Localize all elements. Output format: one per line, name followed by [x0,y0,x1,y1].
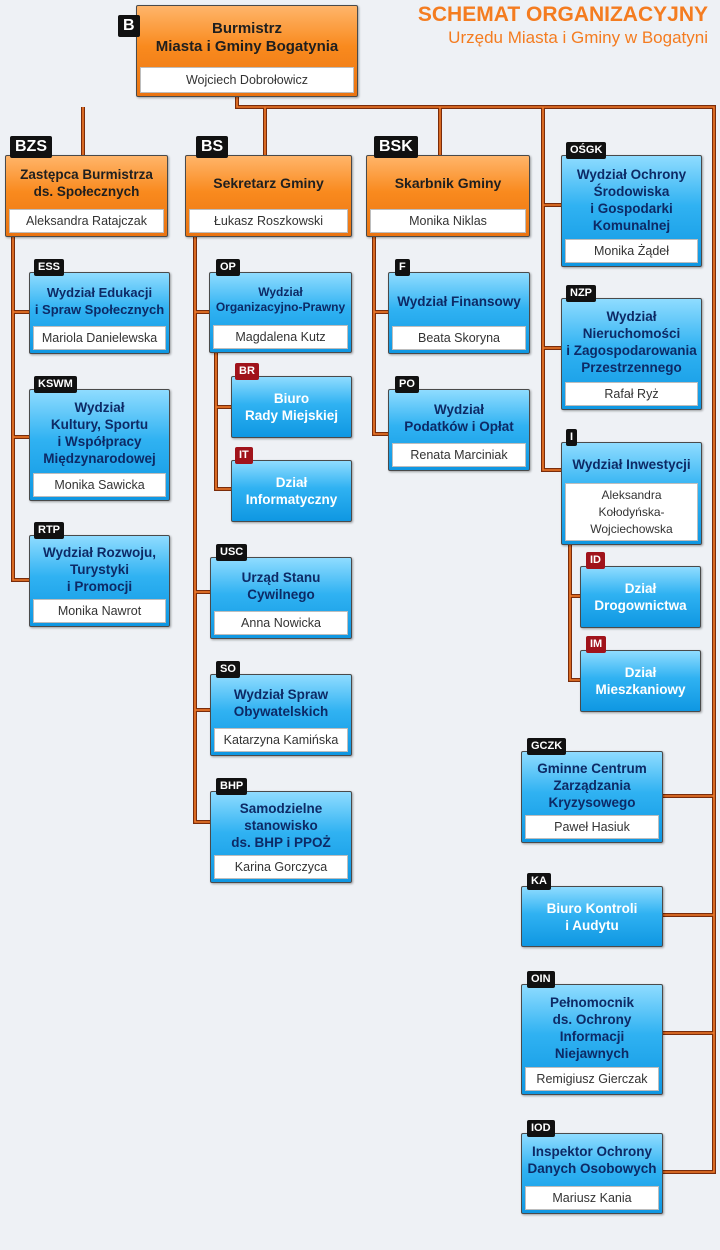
unit-code-tag: NZP [566,285,596,302]
node-kswm[interactable]: Wydział Kultury, Sportu i Współpracy Mię… [29,389,170,501]
node-so[interactable]: Wydział Spraw Obywatelskich Katarzyna Ka… [210,674,352,756]
unit-name: Biuro Rady Miejskiej [244,391,339,423]
unit-head: Aleksandra Kołodyńska- Wojciechowska [565,483,698,541]
node-f[interactable]: Wydział Finansowy Beata Skoryna [388,272,530,354]
unit-code-tag: BZS [10,136,52,158]
unit-name: Samodzielne stanowisko ds. BHP i PPOŻ [231,800,331,850]
unit-code-tag: IM [586,636,607,653]
unit-name: Wydział Nieruchomości i Zagospodarowania… [566,309,697,375]
unit-name: Wydział Spraw Obywatelskich [233,687,329,719]
node-it[interactable]: Dział Informatyczny [231,460,352,522]
unit-head: Karina Gorczyca [214,855,348,879]
unit-name: Inspektor Ochrony Danych Osobowych [527,1144,657,1176]
unit-name: Dział Mieszkaniowy [595,665,686,697]
unit-code-tag: BR [235,363,259,380]
unit-head: Wojciech Dobrołowicz [140,67,354,93]
node-nzp[interactable]: Wydział Nieruchomości i Zagospodarowania… [561,298,702,410]
unit-code-tag: GCZK [527,738,567,755]
unit-head: Magdalena Kutz [213,325,348,349]
unit-name: Wydział Ochrony Środowiska i Gospodarki … [576,167,687,233]
node-ess[interactable]: Wydział Edukacji i Spraw Społecznych Mar… [29,272,170,354]
node-gczk[interactable]: Gminne Centrum Zarządzania Kryzysowego P… [521,751,663,843]
unit-name: Wydział Podatków i Opłat [404,402,514,434]
unit-head: Monika Żądeł [565,239,698,263]
unit-name: Pełnomocnik ds. Ochrony Informacji Nieja… [549,995,635,1061]
unit-code-tag: ID [586,552,605,569]
node-ka[interactable]: Biuro Kontroli i Audytu [521,886,663,947]
node-usc[interactable]: Urząd Stanu Cywilnego Anna Nowicka [210,557,352,639]
unit-code-tag: OP [216,259,240,276]
node-iod[interactable]: Inspektor Ochrony Danych Osobowych Mariu… [521,1133,663,1214]
node-po[interactable]: Wydział Podatków i Opłat Renata Marcinia… [388,389,530,471]
node-bs[interactable]: Sekretarz Gminy Łukasz Roszkowski [185,155,352,237]
unit-code-tag: ESS [34,259,65,276]
unit-name: Dział Informatyczny [245,475,338,507]
unit-code-tag: RTP [34,522,64,539]
unit-name: Dział Drogownictwa [594,581,687,613]
chart-subtitle: Urzędu Miasta i Gminy w Bogatyni [448,28,708,47]
unit-head: Łukasz Roszkowski [189,209,348,233]
node-bzs[interactable]: Zastępca Burmistrza ds. Społecznych Alek… [5,155,168,237]
unit-name: Burmistrz Miasta i Gminy Bogatynia [155,20,339,55]
unit-code-tag: B [118,15,140,37]
unit-head: Monika Nawrot [33,599,166,623]
unit-code-tag: OŚGK [566,142,607,159]
unit-head: Remigiusz Gierczak [525,1067,659,1091]
unit-code-tag: USC [216,544,248,561]
unit-name: Wydział Finansowy [397,293,521,309]
node-op[interactable]: Wydział Organizacyjno-Prawny Magdalena K… [209,272,352,353]
unit-head: Paweł Hasiuk [525,815,659,839]
node-osgk[interactable]: Wydział Ochrony Środowiska i Gospodarki … [561,155,702,267]
node-b[interactable]: Burmistrz Miasta i Gminy Bogatynia Wojci… [136,5,358,97]
unit-head: Katarzyna Kamińska [214,728,348,752]
chart-title: SCHEMAT ORGANIZACYJNY [417,3,708,26]
unit-code-tag: OIN [527,971,555,988]
unit-name: Urząd Stanu Cywilnego [241,570,321,602]
unit-code-tag: PO [395,376,419,393]
unit-name: Wydział Inwestycji [572,456,691,472]
unit-name: Zastępca Burmistrza ds. Społecznych [20,167,153,199]
unit-head: Rafał Ryż [565,382,698,406]
unit-head: Anna Nowicka [214,611,348,635]
unit-code-tag: I [566,429,578,446]
unit-head: Aleksandra Ratajczak [9,209,164,233]
unit-code-tag: SO [216,661,240,678]
node-id[interactable]: Dział Drogownictwa [580,566,701,628]
unit-head: Beata Skoryna [392,326,526,350]
unit-name: Wydział Rozwoju, Turystyki i Promocji [42,544,156,594]
unit-code-tag: F [395,259,410,276]
node-oin[interactable]: Pełnomocnik ds. Ochrony Informacji Nieja… [521,984,663,1095]
node-rtp[interactable]: Wydział Rozwoju, Turystyki i Promocji Mo… [29,535,170,627]
node-i[interactable]: Wydział Inwestycji Aleksandra Kołodyńska… [561,442,702,545]
unit-name: Gminne Centrum Zarządzania Kryzysowego [537,760,647,810]
unit-name: Wydział Organizacyjno-Prawny [215,285,346,314]
unit-code-tag: KSWM [34,376,77,393]
unit-head: Monika Sawicka [33,473,166,497]
node-bhp[interactable]: Samodzielne stanowisko ds. BHP i PPOŻ Ka… [210,791,352,883]
unit-head: Mariola Danielewska [33,326,166,350]
unit-name: Wydział Edukacji i Spraw Społecznych [34,285,165,317]
unit-name: Skarbnik Gminy [394,174,502,191]
unit-code-tag: IOD [527,1120,555,1137]
unit-head: Mariusz Kania [525,1186,659,1210]
unit-name: Wydział Kultury, Sportu i Współpracy Mię… [43,400,156,466]
unit-code-tag: BS [196,136,229,158]
unit-code-tag: IT [235,447,253,464]
unit-code-tag: KA [527,873,551,890]
unit-name: Biuro Kontroli i Audytu [546,901,638,933]
unit-code-tag: BSK [374,136,418,158]
node-br[interactable]: Biuro Rady Miejskiej [231,376,352,438]
unit-code-tag: BHP [216,778,248,795]
node-bsk[interactable]: Skarbnik Gminy Monika Niklas [366,155,530,237]
unit-head: Renata Marciniak [392,443,526,467]
unit-head: Monika Niklas [370,209,526,233]
node-im[interactable]: Dział Mieszkaniowy [580,650,701,712]
unit-name: Sekretarz Gminy [213,174,324,191]
